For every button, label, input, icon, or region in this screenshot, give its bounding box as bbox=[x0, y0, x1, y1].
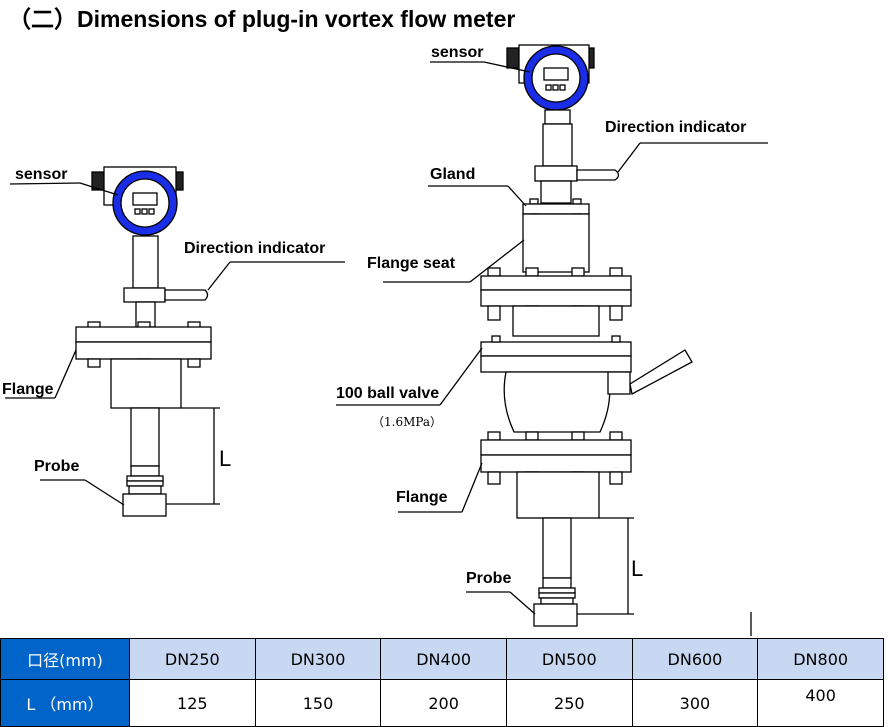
table-cell: 400 bbox=[757, 679, 884, 727]
right-sensor-label: sensor bbox=[431, 44, 484, 61]
table-cell: 200 bbox=[380, 679, 507, 727]
table-cell: DN400 bbox=[380, 638, 507, 680]
right-probe-label: Probe bbox=[466, 570, 512, 587]
table-cell: DN500 bbox=[505, 638, 633, 680]
table-cell: 250 bbox=[505, 679, 633, 727]
flow-meter-drawings bbox=[5, 44, 768, 636]
left-sensor-label: sensor bbox=[15, 166, 68, 183]
row-header-diameter: 口径(mm) bbox=[0, 638, 130, 680]
left-flange-label: Flange bbox=[2, 381, 54, 398]
ball-valve-label: 100 ball valve bbox=[336, 385, 440, 402]
ball-valve-pressure-label: （1.6MPa） bbox=[372, 415, 443, 429]
table-cell: 125 bbox=[129, 679, 256, 727]
dimension-table: 口径(mm) DN250 DN300 DN400 DN500 DN600 DN8… bbox=[0, 638, 884, 727]
right-flange-label: Flange bbox=[396, 489, 448, 506]
right-sensor-icon bbox=[506, 44, 595, 111]
table-row: L （mm） 125 150 200 250 300 400 bbox=[0, 679, 884, 727]
left-meter-drawing bbox=[5, 166, 345, 517]
table-cell: DN600 bbox=[631, 638, 759, 680]
table-cell: 150 bbox=[254, 679, 382, 727]
left-dimension-label: L bbox=[219, 446, 232, 471]
left-probe-label: Probe bbox=[34, 458, 80, 475]
gland-label: Gland bbox=[430, 166, 476, 183]
row-header-length: L （mm） bbox=[0, 679, 130, 727]
right-direction-indicator-label: Direction indicator bbox=[605, 119, 747, 136]
table-cell: DN250 bbox=[129, 638, 256, 680]
page-title: （二）Dimensions of plug-in vortex flow met… bbox=[8, 6, 516, 32]
right-meter-drawing bbox=[336, 44, 768, 636]
table-cell: DN800 bbox=[757, 638, 884, 680]
table-cell: DN300 bbox=[254, 638, 382, 680]
table-row: 口径(mm) DN250 DN300 DN400 DN500 DN600 DN8… bbox=[0, 638, 884, 680]
table-cell: 300 bbox=[631, 679, 759, 727]
right-dimension-label: L bbox=[631, 556, 644, 581]
flange-seat-label: Flange seat bbox=[367, 255, 456, 272]
left-sensor-icon bbox=[91, 166, 184, 236]
left-direction-indicator-label: Direction indicator bbox=[184, 240, 326, 257]
